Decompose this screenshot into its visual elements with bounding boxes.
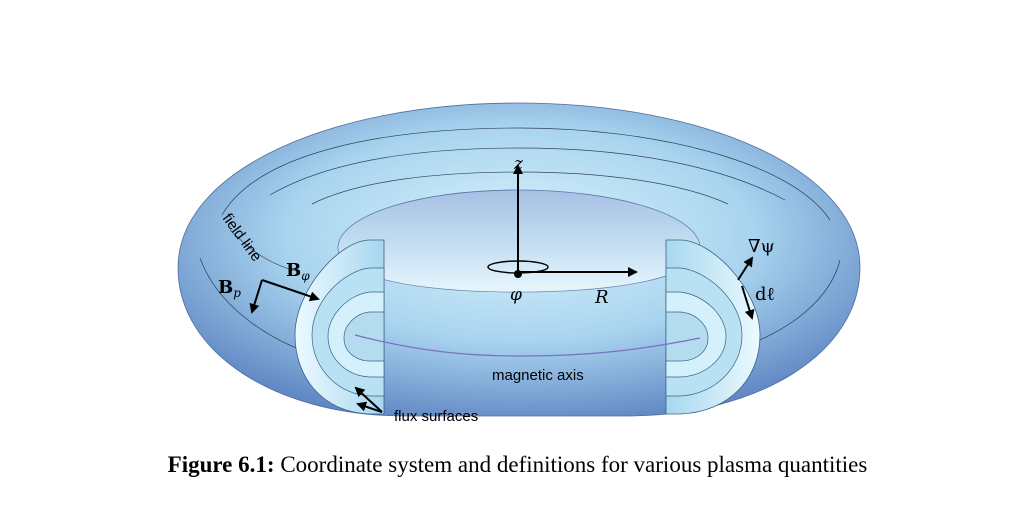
axis-phi-label: φ [510,285,522,305]
grad-psi-label: ∇ψ [748,236,775,257]
b-p-label: Bp [218,277,241,300]
left-cross-section [294,239,385,415]
b-phi-label: Bφ [286,260,310,283]
b-vectors [249,279,320,314]
origin-point [514,270,522,278]
caption-label: Figure 6.1: [167,452,275,477]
magnetic-axis-label: magnetic axis [492,367,584,384]
dl-label: dℓ [755,284,775,305]
torus-diagram: z φ R ∇ψ dℓ Bp Bφ field line magnetic ax… [177,102,861,425]
flux-surface-arrows [354,386,383,413]
figure-caption: Figure 6.1: Coordinate system and defini… [0,452,1035,478]
axis-r-label: R [594,287,609,308]
coordinate-axes [487,164,638,278]
right-cross-section [665,239,761,415]
caption-text: Coordinate system and definitions for va… [280,452,868,477]
gradient-arrows [737,256,755,320]
flux-surfaces-label: flux surfaces [394,408,478,425]
magnetic-axis-line [354,334,701,357]
axis-z-label: z [513,154,524,174]
